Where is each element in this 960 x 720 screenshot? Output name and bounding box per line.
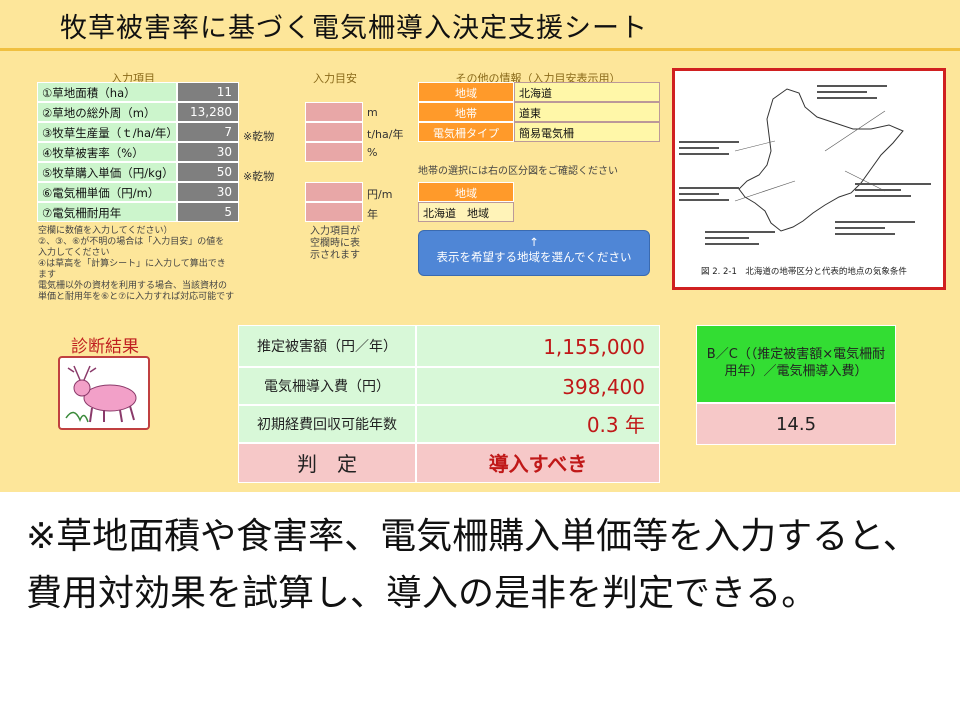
- hokkaido-map: [679, 83, 931, 245]
- guide-unit-year: 年: [367, 208, 378, 221]
- input-fence-price[interactable]: 30: [177, 182, 239, 202]
- zone-label: 地域: [418, 182, 514, 202]
- result-label-payback: 初期経費回収可能年数: [238, 405, 416, 443]
- dry-matter-note-2: ※乾物: [243, 170, 275, 183]
- other-info-header: その他の情報（入力目安表示用）: [455, 72, 621, 85]
- input-damage-rate[interactable]: 30: [177, 142, 239, 162]
- guide-perimeter: [305, 102, 363, 122]
- guide-unit-m: m: [367, 106, 378, 119]
- page-title: 牧草被害率に基づく電気柵導入決定支援シート: [60, 13, 648, 44]
- select-region-label: 表示を希望する地域を選んでください: [436, 250, 632, 264]
- judgement-value: 導入すべき: [416, 443, 660, 483]
- input-fence-life[interactable]: 5: [177, 202, 239, 222]
- note-line: ます: [38, 270, 57, 280]
- guide-fence-life: [305, 202, 363, 222]
- map-caption: 図 2. 2-1 北海道の地帯区分と代表的地点の気象条件: [701, 267, 907, 277]
- input-label-damage-rate: ④牧草被害率（%）: [37, 142, 177, 162]
- note-line: 入力してください: [38, 248, 110, 258]
- guide-unit-t: t/ha/年: [367, 128, 404, 141]
- guide-unit-pct: %: [367, 146, 378, 159]
- note-line: ④は草高を「計算シート」に入力して算出でき: [38, 259, 226, 269]
- result-value-cost: 398,400: [416, 367, 660, 405]
- other-label-zone: 地帯: [418, 102, 514, 122]
- other-value-region[interactable]: 北海道: [514, 82, 660, 102]
- select-region-button[interactable]: ↑ 表示を希望する地域を選んでください: [418, 230, 650, 276]
- note-line: ②、③、⑥が不明の場合は「入力目安」の値を: [38, 237, 225, 247]
- input-area[interactable]: 11: [177, 82, 239, 102]
- bc-value: 14.5: [696, 403, 896, 445]
- result-label-damage: 推定被害額（円／年）: [238, 325, 416, 367]
- other-label-region: 地域: [418, 82, 514, 102]
- guide-note-line: 空欄時に表: [310, 238, 360, 249]
- up-arrow-icon: ↑: [529, 235, 539, 249]
- guide-note: 入力項目が 空欄時に表 示されます: [310, 226, 370, 262]
- input-purchase-price[interactable]: 50: [177, 162, 239, 182]
- guide-production: [305, 122, 363, 142]
- judgement-label: 判 定: [238, 443, 416, 483]
- result-value-damage: 1,155,000: [416, 325, 660, 367]
- input-production[interactable]: 7: [177, 122, 239, 142]
- other-value-fence-type[interactable]: 簡易電気柵: [514, 122, 660, 142]
- title-underline: [0, 48, 960, 51]
- zone-note: 地帯の選択には右の区分図をご確認ください: [418, 166, 618, 177]
- other-value-zone[interactable]: 道東: [514, 102, 660, 122]
- input-label-fence-life: ⑦電気柵耐用年: [37, 202, 177, 222]
- input-label-purchase-price: ⑤牧草購入単価（円/kg）: [37, 162, 177, 182]
- note-line: 単価と耐用年を⑥と⑦に入力すれば対応可能です: [38, 292, 235, 302]
- input-notes: 空欄に数値を入力してください） ②、③、⑥が不明の場合は「入力目安」の値を 入力…: [38, 226, 268, 303]
- map-panel: 図 2. 2-1 北海道の地帯区分と代表的地点の気象条件: [672, 68, 946, 290]
- result-value-payback: 0.3 年: [416, 405, 660, 443]
- guide-damage: [305, 142, 363, 162]
- note-line: 空欄に数値を入力してください）: [38, 226, 173, 236]
- guide-note-line: 入力項目が: [310, 226, 360, 237]
- zone-value: 北海道 地域: [418, 202, 514, 222]
- caption-text: ※草地面積や食害率、電気柵購入単価等を入力すると、費用対効果を試算し、導入の是非…: [26, 516, 919, 614]
- input-label-production: ③牧草生産量（ｔ/ha/年）: [37, 122, 177, 142]
- guide-fence-price: [305, 182, 363, 202]
- dry-matter-note-1: ※乾物: [243, 130, 275, 143]
- input-section-header: 入力項目: [111, 72, 155, 85]
- input-label-fence-price: ⑥電気柵単価（円/m）: [37, 182, 177, 202]
- result-label-cost: 電気柵導入費（円）: [238, 367, 416, 405]
- input-label-area: ①草地面積（ha）: [37, 82, 177, 102]
- note-line: 電気柵以外の資材を利用する場合、当該資材の: [38, 281, 228, 291]
- guide-note-line: 示されます: [310, 250, 360, 261]
- diagnosis-label: 診断結果: [71, 337, 139, 357]
- other-label-fence-type: 電気柵タイプ: [418, 122, 514, 142]
- input-label-perimeter: ②草地の総外周（m）: [37, 102, 177, 122]
- guide-unit-yen: 円/m: [367, 188, 393, 201]
- deer-icon: [58, 356, 150, 430]
- guide-section-header: 入力目安: [313, 72, 357, 85]
- bc-label: B／C（（推定被害額×電気柵耐用年）／電気柵導入費）: [696, 325, 896, 403]
- input-perimeter[interactable]: 13,280: [177, 102, 239, 122]
